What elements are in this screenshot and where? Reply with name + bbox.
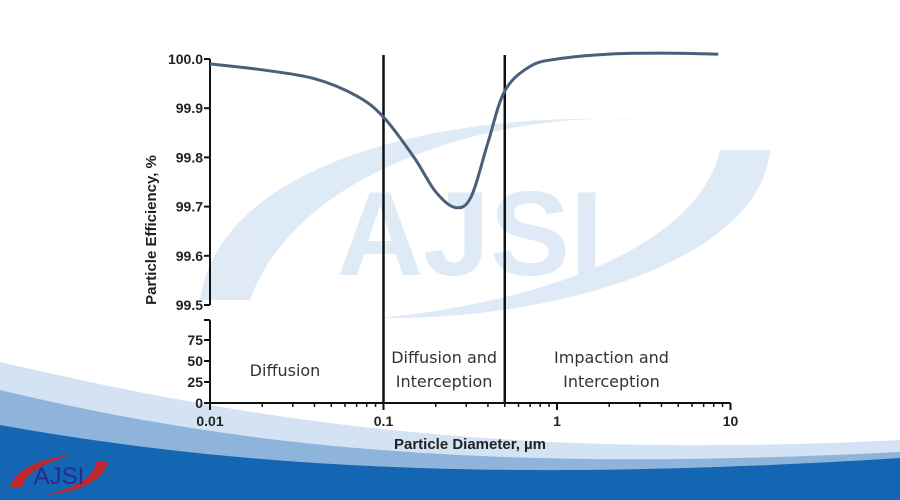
- y-tick-label: 25: [187, 374, 203, 390]
- wave-dark: [0, 425, 900, 500]
- y-tick-label: 75: [187, 332, 203, 348]
- ajsi-logo: AJSI: [10, 455, 108, 495]
- y-tick-label: 99.5: [176, 297, 203, 313]
- y-tick-label: 100.0: [168, 51, 203, 67]
- x-axis-label: Particle Diameter, µm: [394, 436, 546, 453]
- region-label: Impaction and: [554, 348, 669, 367]
- y-axis-label: Particle Efficiency, %: [143, 155, 160, 305]
- watermark: AJSI: [200, 118, 770, 319]
- y-tick-label: 0: [195, 395, 203, 411]
- y-tick-label: 50: [187, 353, 203, 369]
- svg-text:AJSI: AJSI: [337, 167, 604, 301]
- y-tick-label: 99.6: [176, 248, 203, 264]
- region-label: Interception: [396, 372, 493, 391]
- y-tick-label: 99.8: [176, 149, 203, 165]
- efficiency-curve: [209, 51, 719, 210]
- x-tick-label: 1: [553, 413, 561, 429]
- region-label: Interception: [563, 372, 660, 391]
- x-tick-label: 0.01: [196, 413, 223, 429]
- y-tick-label: 99.9: [176, 100, 203, 116]
- region-label: Diffusion and: [391, 348, 497, 367]
- x-tick-label: 10: [723, 413, 739, 429]
- region-label: Diffusion: [250, 361, 321, 380]
- y-tick-label: 99.7: [176, 199, 203, 215]
- x-tick-label: 0.1: [374, 413, 394, 429]
- svg-text:AJSI: AJSI: [34, 463, 85, 490]
